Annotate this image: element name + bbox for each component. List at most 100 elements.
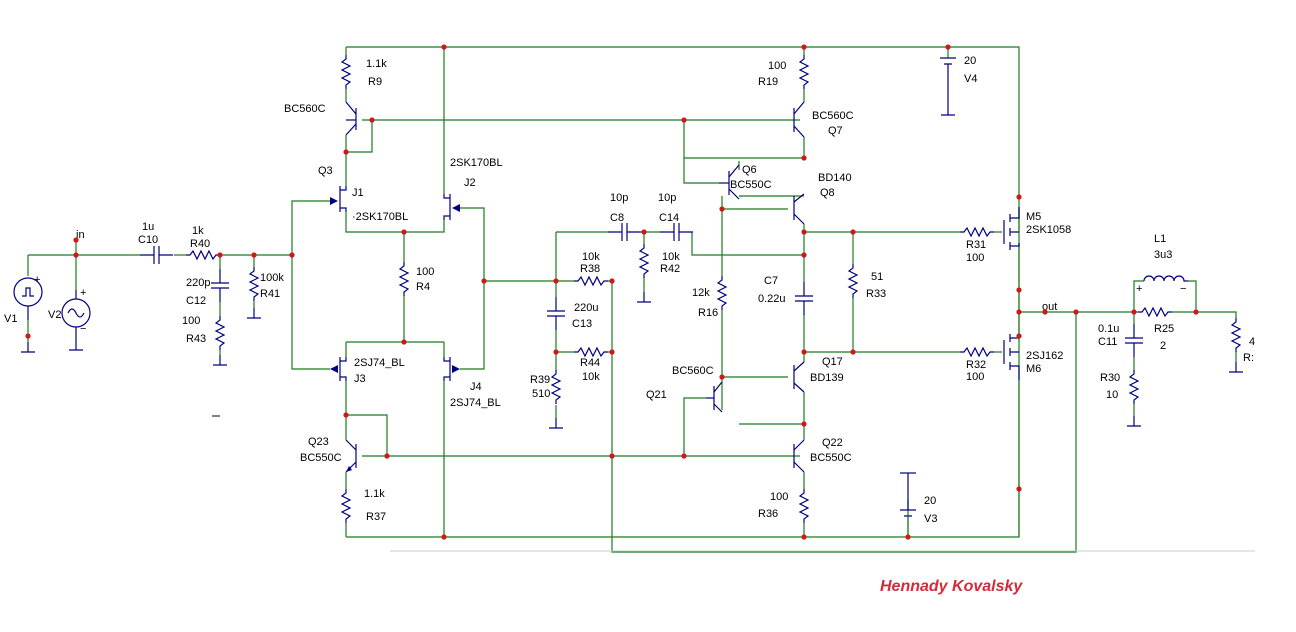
jfet-j1: J1 ·2SK170BL	[330, 186, 408, 223]
transistor-q6: Q6 BC550C	[683, 158, 772, 200]
component-label: J1	[352, 187, 364, 199]
component-label: R43	[186, 333, 206, 345]
component-label: J2	[464, 177, 476, 189]
component-label: Q6	[742, 164, 757, 176]
junction-nodes	[25, 44, 1199, 540]
component-label: Q17	[822, 356, 843, 368]
component-label: M5	[1026, 211, 1041, 223]
v1-label: V1	[4, 313, 17, 325]
component-label: 20	[964, 55, 976, 67]
capacitor-c14: 10p C14	[658, 192, 694, 242]
resistor-r43: 100 R43	[182, 315, 228, 366]
component-label: Q7	[828, 125, 843, 137]
resistor-r25: R25 2	[1137, 307, 1174, 352]
v2-label: V2	[48, 309, 61, 321]
component-label: 4	[1249, 336, 1255, 348]
component-label: 10	[1106, 389, 1118, 401]
component-label: BC550C	[730, 179, 772, 191]
component-label: R36	[758, 508, 778, 520]
component-label: Q22	[822, 437, 843, 449]
capacitor-c12: 220p C12	[186, 268, 230, 307]
resistor-r32: R32 100	[959, 347, 995, 383]
capacitor-c7: C7 0.22u	[758, 275, 814, 316]
component-label: 510	[532, 388, 550, 400]
component-label: L1	[1154, 233, 1166, 245]
component-label: R32	[966, 359, 986, 371]
capacitor-c10: 1u C10	[138, 221, 174, 265]
battery-v4: 20 V4	[940, 55, 977, 116]
component-label: R31	[966, 239, 986, 251]
component-label: 2SK170BL	[450, 157, 503, 169]
component-label: Q23	[308, 436, 329, 448]
component-label: J4	[470, 381, 482, 393]
mosfet-m6: 2SJ162 M6	[1003, 334, 1063, 537]
component-label: 100	[182, 315, 200, 327]
capacitor-c8: 10p C8	[607, 192, 642, 242]
component-label: R4	[416, 281, 430, 293]
component-label: 0.1u	[1098, 323, 1119, 335]
transistor-q8: BD140 Q8	[793, 172, 852, 225]
resistor-r4: 100 R4	[399, 261, 434, 297]
voltage-source-v1: + V1	[4, 274, 43, 353]
component-label: 1.1k	[364, 488, 385, 500]
transistor-q21: BC560C Q21	[646, 365, 723, 413]
component-label: V3	[924, 513, 937, 525]
component-label: 100	[966, 252, 984, 264]
resistor-r16: 12k R16	[692, 275, 727, 319]
component-label: BC560C	[812, 110, 854, 122]
component-label: BD139	[810, 372, 844, 384]
component-label: 100k	[260, 272, 284, 284]
component-label: 10k	[582, 251, 600, 263]
component-label: 100	[768, 60, 786, 72]
resistor-r36: 100 R36	[758, 488, 809, 524]
battery-v3: 20 V3	[900, 472, 937, 537]
input-terminal: in	[76, 229, 85, 241]
transistor-q17: Q17 BD139	[793, 356, 844, 393]
svg-text:−: −	[1180, 283, 1186, 295]
component-label: 10k	[662, 251, 680, 263]
component-label: R42	[660, 263, 680, 275]
component-label: BC550C	[810, 452, 852, 464]
transistor-q7: BC560C Q7	[793, 101, 854, 138]
component-label: 100	[966, 371, 984, 383]
resistor-r19: 100 R19	[758, 54, 809, 90]
component-label: 12k	[692, 287, 710, 299]
component-label: 220u	[574, 302, 598, 314]
component-label: 2SJ162	[1026, 350, 1063, 362]
load-resistor: 4 R:	[1228, 317, 1255, 373]
resistor-r40: 1k R40	[185, 225, 221, 260]
component-label: R33	[866, 288, 886, 300]
resistor-r37: 1.1k R37	[341, 488, 386, 524]
capacitor-c11: 0.1u C11	[1098, 323, 1144, 358]
svg-text:+: +	[80, 287, 86, 299]
component-label: R9	[368, 76, 382, 88]
resistor-r42: 10k R42	[636, 243, 680, 303]
component-label: 1.1k	[366, 58, 387, 70]
component-label: R30	[1100, 372, 1120, 384]
component-label: 1u	[142, 221, 154, 233]
transistor-q23: Q23 BC550C	[300, 436, 357, 473]
component-label: BD140	[818, 172, 852, 184]
component-label: J3	[354, 373, 366, 385]
component-label: 10k	[582, 371, 600, 383]
jfet-j3: 2SJ74_BL J3	[330, 357, 405, 385]
component-label: R19	[758, 76, 778, 88]
component-label: Q3	[318, 165, 333, 177]
component-label: R25	[1154, 323, 1174, 335]
component-label: C12	[186, 295, 206, 307]
component-label: 220p	[186, 277, 210, 289]
resistor-r38: 10k R38	[573, 251, 609, 286]
component-label: Q8	[820, 187, 835, 199]
mosfet-m5: M5 2SK1058	[1003, 207, 1071, 250]
resistor-r9: 1.1k R9	[341, 54, 387, 90]
component-label: R16	[698, 307, 718, 319]
component-label: R38	[580, 263, 600, 275]
svg-text:−: −	[80, 323, 86, 335]
resistor-r31: R31 100	[959, 227, 995, 264]
component-label: C11	[1098, 336, 1117, 348]
resistor-r33: 51 R33	[848, 263, 886, 300]
transistor-q22: Q22 BC550C	[793, 437, 852, 473]
resistor-r41: 100k R41	[246, 266, 284, 319]
component-label: Q21	[646, 389, 667, 401]
component-label: 2SJ74_BL	[354, 357, 405, 369]
